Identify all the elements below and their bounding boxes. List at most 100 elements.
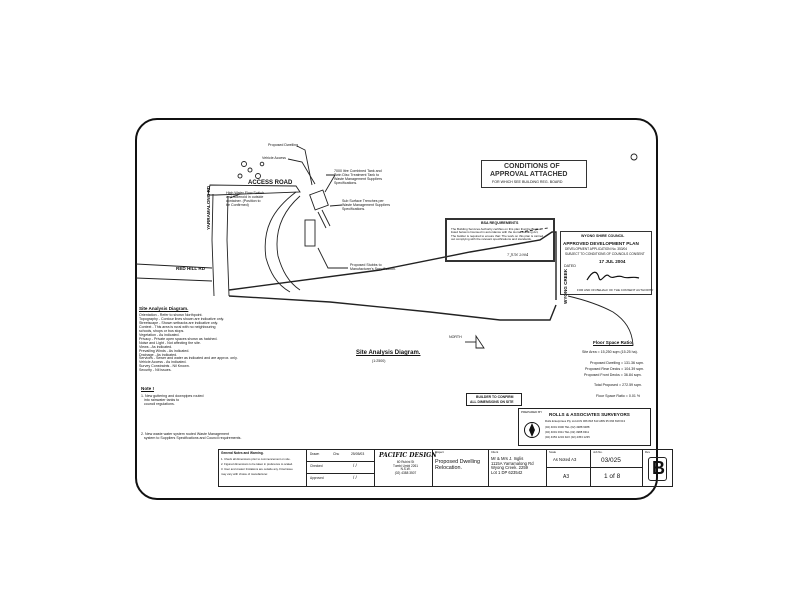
general-note-line: 1. Check all dimensions prior to commenc… [221, 457, 291, 461]
council-approval-stamp: WYONG SHIRE COUNCIL APPROVED DEVELOPMENT… [560, 231, 653, 295]
council-line-4: SUBJECT TO CONDITIONS OF COUNCILS CONSEN… [565, 252, 645, 256]
floor-space-ratio: Floor Space Ratio = 0.01 % [596, 394, 641, 398]
bsa-text: The Building Services Authority certifie… [451, 227, 544, 241]
site-analysis-heading: Site Analysis Diagram. [139, 306, 189, 311]
tree-3 [255, 173, 261, 179]
site-analysis-line: Privacy - Private open spaces shown as h… [139, 336, 218, 341]
note-2: 2. New waste water system routed Waste M… [141, 432, 242, 440]
site-analysis-list: Orientation - Refer to shown Northpoint.… [139, 313, 238, 373]
firm-cell: PACIFIC DESIGN 60 Rubini St Tumbi Umbi 2… [375, 450, 437, 486]
yarramalong-road-edge-2 [226, 195, 230, 297]
council-dated-label: DATED [564, 264, 576, 268]
total-proposed-area: Total Proposed = 272.59 sqm. [594, 383, 642, 387]
leader-septic [324, 174, 336, 193]
driveway-line-2 [276, 195, 301, 291]
builder-confirm-line-1: BUILDER TO CONFIRM [476, 394, 514, 399]
drawing-border [135, 118, 658, 500]
proposed-dwelling-label: Proposed Dwelling [268, 143, 298, 147]
builder-confirm-box: BUILDER TO CONFIRM ALL DIMENSIONS ON SIT… [466, 393, 522, 406]
leader-trenches [329, 204, 343, 207]
conditions-of-approval-stamp: CONDITIONS OF APPROVAL ATTACHED FOR WHIC… [481, 160, 587, 188]
general-note-line: may vary with choice of manufacturer. [221, 472, 268, 476]
drawn-label: Drawn [310, 452, 320, 456]
site-analysis-line: Orientation - Refer to shown Northpoint. [139, 313, 203, 317]
bsa-date: 7 JUN 2004 [507, 253, 529, 257]
note-1: 1. New guttering and downpipes routed in… [141, 394, 204, 406]
client-details: Mr & Mrs J. Inglis 1115A Yarramalong Rd … [491, 456, 534, 475]
sheet-number: 1 of 8 [604, 473, 621, 480]
proposed-front-decks-area: Proposed Front Decks = 36.84 sqm. [584, 373, 642, 377]
leader-dwelling [296, 145, 313, 186]
septic-tank-note: 7000 litre Combined Tank and Twin Disc T… [334, 169, 383, 185]
proposed-dwelling-outline [304, 219, 316, 247]
access-road-label: ACCESS ROAD [248, 180, 293, 186]
site-analysis-line: Views - As indicated. [139, 344, 173, 349]
leader-vehicle-access [287, 158, 316, 185]
general-note-line: 3. User and creator limitations are outs… [221, 467, 293, 471]
surveyors-detail-2: (02) 4001 0300 TEL (02) 4988 9388 [545, 425, 590, 429]
site-analysis-line: Survey Constraints - Nil Known. [139, 364, 190, 369]
stubs-note: Proposed Stubbs to Manufacturer's Specif… [350, 263, 397, 271]
revision-box: B [648, 457, 667, 481]
checked-label: Checked [310, 464, 323, 468]
site-analysis-line: Vegetation - As indicated. [139, 332, 180, 337]
surveyors-detail-1: Rolls Enterprises Pty Ltd ACN 066 818 61… [545, 419, 626, 423]
revision-letter: B [652, 458, 665, 478]
general-notes-cell: General Notes and Warning. 1. Check all … [219, 450, 307, 486]
tree-2 [247, 167, 253, 173]
job-number: 03/025 [601, 457, 621, 464]
proposed-dwelling-area: Proposed Dwelling = 131.36 sqm. [590, 361, 644, 365]
conditions-line-3: FOR WHICH SEE BUILDING REG. BOARD [492, 180, 563, 184]
site-area: Site Area = 15,250 sqm (15.25 ha). [582, 350, 638, 354]
floor-space-heading: Floor Space Ratio. [593, 340, 634, 345]
general-note-line: 2. Figured dimensions to be taken in pre… [221, 462, 293, 466]
water-tank-note: High Water Flow Switch and Solenoid in o… [226, 191, 265, 207]
access-road-outline [207, 184, 301, 196]
bsa-title: BSA REQUIREMENTS [481, 221, 519, 225]
approved-row: Approved / / [307, 474, 375, 486]
property-boundary-bottom [228, 295, 557, 321]
north-arrow [475, 334, 485, 349]
red-hill-road-edge-1 [135, 263, 213, 269]
job-cell: Job No. 03/025 1 of 8 [591, 450, 643, 486]
approval-cells: Drawn Chu 25/05/03 Checked / / Approved … [307, 450, 375, 486]
tree-4 [237, 173, 243, 179]
approved-label: Approved [310, 476, 324, 480]
sheet-size: A3 [563, 474, 570, 480]
leader-water-tank [229, 193, 241, 199]
scale-label: Scale [549, 450, 556, 454]
compass-mark [630, 153, 638, 161]
diagram-scale: (1:2500) [372, 359, 386, 363]
revision-cell: Rev B [643, 450, 672, 486]
firm-name: PACIFIC DESIGN [379, 452, 437, 459]
site-analysis-line: Security - Nil issues. [139, 368, 172, 373]
bsa-stamp: BSA REQUIREMENTS The Building Services A… [445, 218, 555, 262]
scale-row: Scale As Noted A3 [547, 450, 591, 468]
job-row: Job No. 03/025 [591, 450, 643, 468]
north-label: NORTH [449, 335, 462, 339]
drawn-date: 25/05/03 [351, 452, 365, 456]
site-analysis-line: Context - This area is rural with no nei… [139, 324, 216, 329]
builder-confirm-line-2: ALL DIMENSIONS ON SITE [470, 399, 514, 404]
council-line-3: DEVELOPMENT APPLICATION No. 353/04 [565, 247, 628, 251]
scale-value: As Noted A3 [553, 457, 577, 462]
trenches [317, 209, 331, 229]
site-analysis-line: Noise and Light - Not affecting the site… [139, 340, 201, 345]
site-analysis-line: Vehicle Access - As indicated. [139, 360, 187, 365]
drawn-row: Drawn Chu 25/05/03 [307, 450, 375, 462]
leader-stubs [317, 247, 348, 269]
septic-tank-outline [309, 189, 329, 211]
council-line-2: APPROVED DEVELOPMENT PLAN [563, 241, 639, 246]
wyong-creek-line [567, 295, 634, 346]
site-analysis-line: Prevailing Winds - As indicated. [139, 348, 190, 353]
revision-label: Rev [645, 450, 650, 454]
yarramalong-road-label: YARRAMALONG RD [206, 185, 211, 230]
property-boundary-top [228, 231, 557, 300]
site-analysis-line: Streetscape - Shown setbacks are indicat… [139, 320, 219, 325]
project-cell: Project Proposed Dwelling Relocation. [433, 450, 489, 486]
surveyors-prepared-by: PREPARED BY [521, 410, 543, 414]
project-label: Project [435, 450, 444, 454]
note-heading: Note ! [141, 386, 155, 391]
